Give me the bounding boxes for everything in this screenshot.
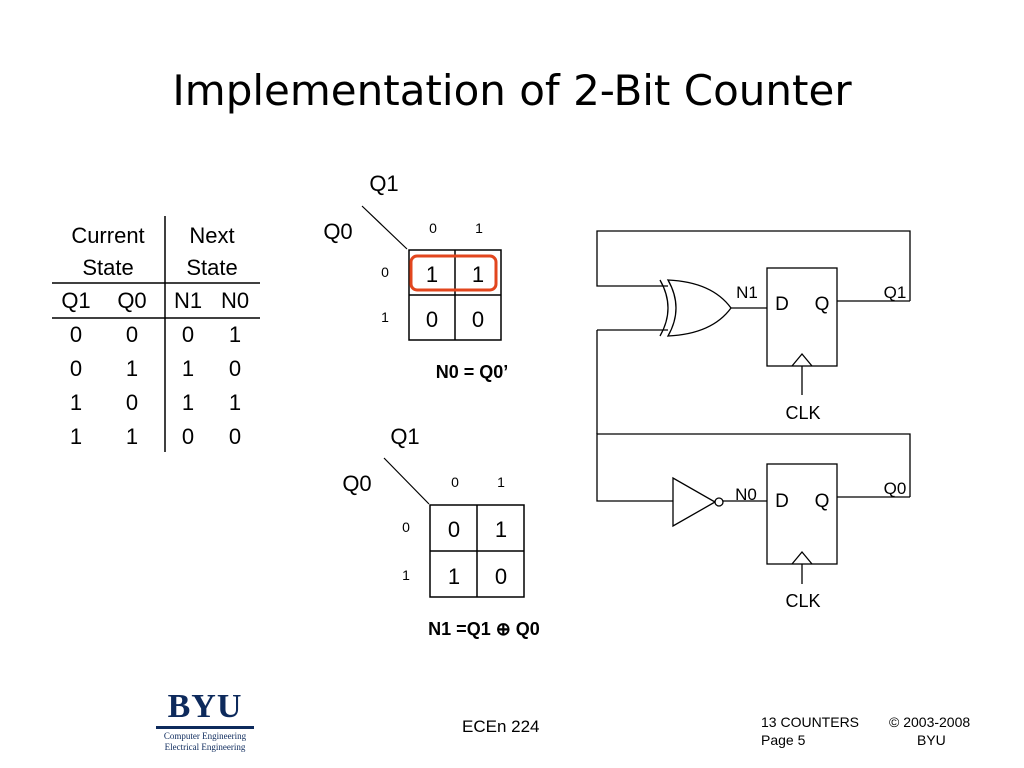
kmap-corner-diagonal <box>383 457 430 505</box>
table-cell: 0 <box>70 322 82 347</box>
state-table: Current State Next State Q1 Q0 N1 N0 0 0… <box>52 216 260 452</box>
table-cell: 0 <box>182 322 194 347</box>
n1-equation: N1 =Q1 ⊕ Q0 <box>428 619 540 639</box>
current-state-header-line2: State <box>82 255 133 280</box>
kmap-row-header: 0 <box>381 264 389 280</box>
counter-circuit <box>596 230 911 584</box>
table-cell: 1 <box>182 390 194 415</box>
footer-course: ECEn 224 <box>462 717 540 736</box>
column-header-n0: N0 <box>221 288 249 313</box>
clock-triangle-top <box>791 352 813 367</box>
table-cell: 1 <box>229 322 241 347</box>
table-cell: 0 <box>70 356 82 381</box>
kmap-col-header: 0 <box>451 474 459 490</box>
not-gate <box>672 476 717 528</box>
column-header-n1: N1 <box>174 288 202 313</box>
kmap-cell: 0 <box>495 564 507 589</box>
table-cell: 0 <box>126 390 138 415</box>
next-state-header-line2: State <box>186 255 237 280</box>
table-cell: 0 <box>229 424 241 449</box>
circuit-labels: D Q N1 Q1 CLK D Q N0 Q0 CLK <box>735 283 906 611</box>
kmap-row-variable: Q0 <box>342 471 371 496</box>
q1-feedback-wire <box>596 230 911 301</box>
logo-subtitle-line1: Computer Engineering <box>163 731 247 741</box>
clk-label-bottom: CLK <box>785 591 820 611</box>
xor-gate-input-curve <box>659 279 669 337</box>
kmap-n0: Q1 Q0 0 1 0 1 1 1 0 0 N0 = Q0’ <box>323 171 508 382</box>
kmap-col-variable: Q1 <box>369 171 398 196</box>
ff-top-q-label: Q <box>815 294 830 315</box>
kmap-cell: 1 <box>472 262 484 287</box>
slide-title: Implementation of 2-Bit Counter <box>172 66 852 115</box>
table-cell: 1 <box>70 390 82 415</box>
logo-subtitle-line2: Electrical Engineering <box>164 742 246 752</box>
table-cell: 1 <box>229 390 241 415</box>
d-flip-flop-bottom <box>766 463 838 565</box>
clk-label-top: CLK <box>785 403 820 423</box>
kmap-cell: 0 <box>426 307 438 332</box>
q0-output-label: Q0 <box>884 479 907 498</box>
kmap-loop-highlight <box>409 254 498 292</box>
kmap-row-header: 1 <box>381 309 389 325</box>
kmap-cell: 0 <box>448 517 460 542</box>
column-header-q0: Q0 <box>117 288 146 313</box>
byu-logo: BYU Computer Engineering Electrical Engi… <box>150 690 260 753</box>
d-flip-flop-top <box>766 267 838 367</box>
current-state-header-line1: Current <box>71 223 144 248</box>
ff-bottom-d-label: D <box>775 491 789 512</box>
kmap-row-variable: Q0 <box>323 219 352 244</box>
clock-triangle-bottom <box>791 550 813 565</box>
q1-output-label: Q1 <box>884 283 907 302</box>
kmap-row-header: 0 <box>402 519 410 535</box>
logo-rule <box>156 726 254 729</box>
footer-chapter: 13 COUNTERS <box>761 714 860 730</box>
ff-bottom-q-label: Q <box>815 491 830 512</box>
footer-copyright: © 2003-2008 <box>889 714 971 730</box>
table-cell: 0 <box>182 424 194 449</box>
kmap-cell: 1 <box>448 564 460 589</box>
ff-top-d-label: D <box>775 294 789 315</box>
kmap-cell: 1 <box>495 517 507 542</box>
next-state-header-line1: Next <box>189 223 234 248</box>
table-cell: 0 <box>126 322 138 347</box>
table-cell: 1 <box>126 356 138 381</box>
n0-equation: N0 = Q0’ <box>436 362 509 382</box>
kmap-col-header: 0 <box>429 220 437 236</box>
kmap-cell: 0 <box>472 307 484 332</box>
footer-page: Page 5 <box>761 732 806 748</box>
table-cell: 1 <box>182 356 194 381</box>
not-gate-bubble <box>714 497 724 507</box>
kmap-corner-diagonal <box>361 205 408 250</box>
table-cell: 0 <box>229 356 241 381</box>
kmap-col-header: 1 <box>475 220 483 236</box>
kmap-row-header: 1 <box>402 567 410 583</box>
xor-gate <box>666 279 732 337</box>
logo-wordmark: BYU <box>167 688 243 725</box>
column-header-q1: Q1 <box>61 288 90 313</box>
kmap-col-header: 1 <box>497 474 505 490</box>
kmap-n1: Q1 Q0 0 1 0 1 0 1 1 0 N1 =Q1 ⊕ Q0 <box>342 424 540 639</box>
n0-label: N0 <box>735 485 757 504</box>
footer-org: BYU <box>917 732 946 748</box>
n1-label: N1 <box>736 283 758 302</box>
table-cell: 1 <box>126 424 138 449</box>
kmap-col-variable: Q1 <box>390 424 419 449</box>
table-cell: 1 <box>70 424 82 449</box>
kmap-cell: 1 <box>426 262 438 287</box>
